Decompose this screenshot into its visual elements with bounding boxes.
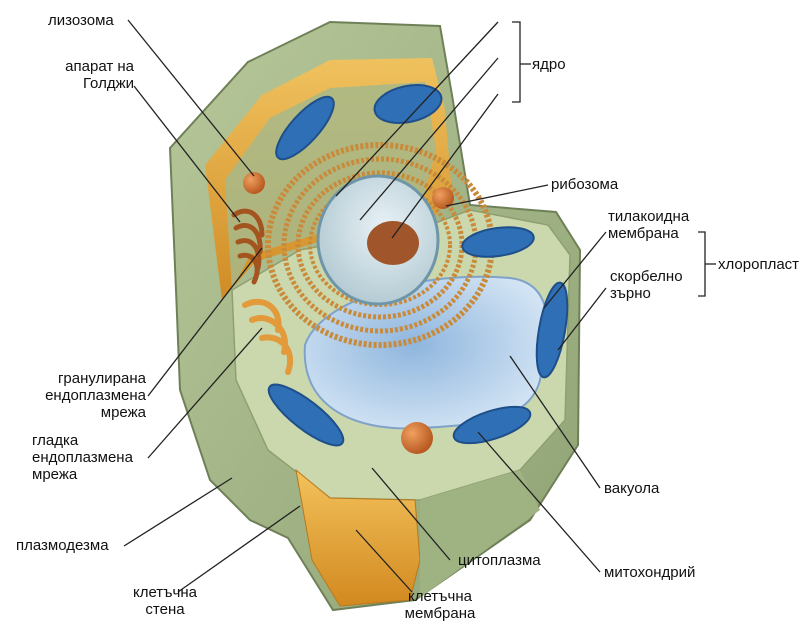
label-golgi-line2: Голджи (48, 75, 134, 92)
label-cell-wall-line1: клетъчна (130, 584, 200, 601)
label-vacuole: вакуола (604, 480, 659, 497)
label-rough-er-line2: ендоплазмена (14, 387, 146, 404)
label-rough-er-line1: гранулирана (14, 370, 146, 387)
label-rough-er-line3: мрежа (14, 404, 146, 421)
label-starch-grain: скорбелно зърно (610, 268, 683, 302)
label-golgi-line1: апарат на (48, 58, 134, 75)
nucleolus (367, 221, 419, 265)
label-ribosome: рибозома (551, 176, 618, 193)
label-cell-membrane: клетъчна мембрана (400, 588, 480, 622)
label-smooth-er: гладка ендоплазмена мрежа (32, 432, 133, 483)
label-starch-line2: зърно (610, 285, 683, 302)
label-rough-er: гранулирана ендоплазмена мрежа (14, 370, 146, 421)
vesicle-shape (401, 422, 433, 454)
label-thylakoid-line2: мембрана (608, 225, 689, 242)
label-thylakoid-membrane: тилакоидна мембрана (608, 208, 689, 242)
label-smooth-er-line2: ендоплазмена (32, 449, 133, 466)
label-nucleus: ядро (532, 56, 566, 73)
label-cell-wall-line2: стена (130, 601, 200, 618)
label-thylakoid-line1: тилакоидна (608, 208, 689, 225)
label-golgi: апарат на Голджи (48, 58, 134, 92)
label-cell-membrane-line1: клетъчна (400, 588, 480, 605)
label-lysosome: лизозома (48, 12, 114, 29)
label-smooth-er-line1: гладка (32, 432, 133, 449)
label-smooth-er-line3: мрежа (32, 466, 133, 483)
ribosome-shape (432, 187, 454, 209)
label-cell-wall: клетъчна стена (130, 584, 200, 618)
label-cytoplasm: цитоплазма (458, 552, 541, 569)
label-starch-line1: скорбелно (610, 268, 683, 285)
label-mitochondrion: митохондрий (604, 564, 695, 581)
label-plasmodesma: плазмодезма (16, 537, 109, 554)
label-chloroplast: хлоропласт (718, 256, 799, 273)
label-cell-membrane-line2: мембрана (400, 605, 480, 622)
